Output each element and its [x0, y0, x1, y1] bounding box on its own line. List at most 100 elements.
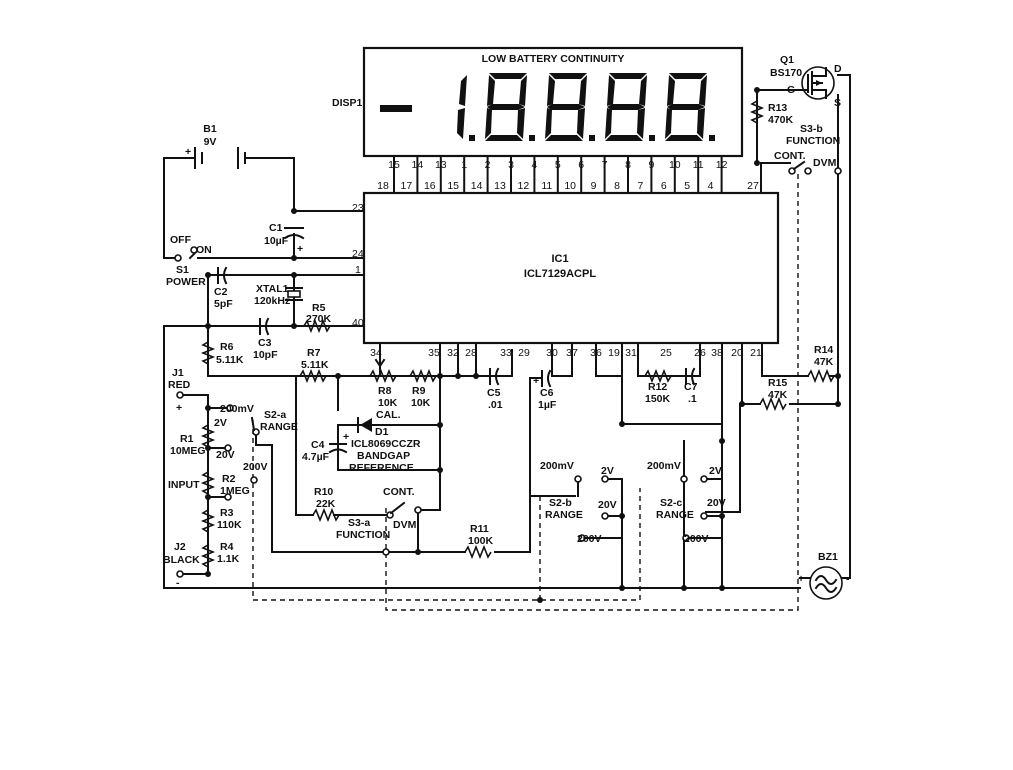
buzzer-bz1: BZ1 + - — [798, 551, 850, 600]
r4-ref: R4 — [220, 541, 234, 553]
ic1-pin-40: 40 — [352, 317, 364, 329]
s3b-name: FUNCTION — [786, 135, 840, 147]
capacitor-c7: C7 .1 — [684, 367, 698, 405]
display-annunciators: LOW BATTERY CONTINUITY — [482, 53, 625, 65]
jack-j2: J2 BLACK - — [163, 541, 200, 589]
s2c-name: RANGE — [656, 509, 694, 521]
ic1-pin-20: 20 — [731, 347, 743, 359]
capacitor-c5: C5 .01 — [487, 367, 503, 411]
r9-ref: R9 — [412, 385, 426, 397]
ic1-pin-31: 31 — [625, 347, 637, 359]
j1-polarity: + — [176, 402, 182, 414]
symbols: B1 9V + OFF ON S1 POWER C1 10µF + C2 5pF — [163, 54, 850, 603]
ic1-pin-10: 10 — [564, 180, 576, 192]
display-ref: DISP1 — [332, 97, 363, 109]
display-digit-5 — [665, 73, 715, 141]
c1-ref: C1 — [269, 222, 283, 234]
d1-line3: REFERENCE — [349, 462, 414, 474]
r8-note: CAL. — [376, 409, 401, 421]
resistor-r12: R12 150K — [644, 368, 672, 405]
q1-part: BS170 — [770, 67, 802, 79]
r5-value: 270K — [306, 313, 332, 325]
ic1-pin-38: 38 — [711, 347, 723, 359]
resistor-r13: R13 470K — [749, 100, 794, 126]
r10-value: 22K — [316, 498, 336, 510]
ic1-pin-12: 12 — [518, 180, 530, 192]
link-s2 — [252, 420, 641, 601]
s2a-ref: S2-a — [264, 409, 286, 421]
wire-s2b-top — [621, 375, 723, 425]
s2b-200v: 200V — [577, 533, 602, 545]
r12-value: 150K — [645, 393, 671, 405]
resistor-r4: R4 1.1K — [200, 541, 240, 568]
ic1-pin-32: 32 — [447, 347, 459, 359]
ic1-pin-27: 27 — [747, 180, 759, 192]
switch-s1: OFF ON S1 POWER — [166, 234, 212, 288]
q1-g: G — [787, 84, 795, 96]
c7-ref: C7 — [684, 381, 698, 393]
d1-ref: D1 — [375, 426, 389, 438]
wire-battery-switch — [163, 204, 177, 259]
ic1-pin-13: 13 — [494, 180, 506, 192]
ic1-pin-18: 18 — [377, 180, 389, 192]
s1-ref: S1 — [176, 264, 189, 276]
s2b-2v: 2V — [601, 465, 614, 477]
r6-ref: R6 — [220, 341, 234, 353]
display-digit-1 — [457, 75, 475, 141]
r7-value: 5.11K — [301, 359, 329, 371]
bz1-minus: - — [846, 573, 850, 585]
switch-s3b: S3-b FUNCTION CONT. DVM — [774, 123, 842, 175]
r5-ref: R5 — [312, 302, 326, 314]
s2a-name: RANGE — [260, 421, 298, 433]
c2-value: 5pF — [214, 298, 233, 310]
resistor-r10: R10 22K — [312, 486, 340, 523]
ic1-part: ICL7129ACPL — [524, 268, 596, 280]
ic1-pin-28: 28 — [465, 347, 477, 359]
ic1-pin-6: 6 — [661, 180, 667, 192]
switch-s2c: 200mV 2V 20V 200V S2-c RANGE — [647, 460, 726, 545]
ic1-pin-21: 21 — [750, 347, 762, 359]
r9-value: 10K — [411, 397, 431, 409]
r1-ref: R1 — [180, 433, 194, 445]
r8-value: 10K — [378, 397, 398, 409]
switch-s2b: 200mV 2V 20V 200V S2-b RANGE — [540, 460, 617, 545]
wire-r6-r7 — [207, 325, 381, 377]
ic1-pin-17: 17 — [401, 180, 413, 192]
diode-d1: D1 ICL8069CCZR BANDGAP REFERENCE — [337, 417, 441, 474]
r8-ref: R8 — [378, 385, 392, 397]
resistor-r11: R11 100K — [464, 523, 494, 560]
display-ic-bus — [393, 155, 723, 194]
j1-ref: J1 — [172, 367, 184, 379]
input-label: INPUT — [168, 479, 200, 491]
s3a-cont: CONT. — [383, 486, 415, 498]
j2-polarity: - — [176, 577, 180, 589]
resistor-r15: R15 47K — [759, 377, 788, 412]
c4-value: 4.7µF — [302, 451, 330, 463]
s1-name: POWER — [166, 276, 206, 288]
r10-ref: R10 — [314, 486, 333, 498]
q1-ref: Q1 — [780, 54, 794, 66]
s3a-ref: S3-a — [348, 517, 370, 529]
r4-value: 1.1K — [217, 553, 240, 565]
j2-ref: J2 — [174, 541, 186, 553]
s2c-200v: 200V — [684, 533, 709, 545]
s3b-cont: CONT. — [774, 150, 806, 162]
resistor-r6: R6 5.11K — [200, 341, 244, 366]
ic1-pin-8: 8 — [614, 180, 620, 192]
ic1-pin-23: 23 — [352, 202, 364, 214]
j2-color: BLACK — [163, 554, 200, 566]
j1-color: RED — [168, 379, 191, 391]
r11-value: 100K — [468, 535, 494, 547]
resistor-r8-cal: R8 10K CAL. — [369, 351, 401, 421]
wire-s2a-wiper — [255, 431, 441, 553]
capacitor-c1: C1 10µF + — [264, 222, 305, 255]
wire-battery — [163, 157, 365, 212]
b1-ref: B1 — [203, 123, 217, 135]
s2b-ref: S2-b — [549, 497, 572, 509]
c6-plus: + — [533, 375, 539, 387]
xtal1-value: 120kHz — [254, 295, 290, 307]
display-sign — [380, 105, 412, 112]
